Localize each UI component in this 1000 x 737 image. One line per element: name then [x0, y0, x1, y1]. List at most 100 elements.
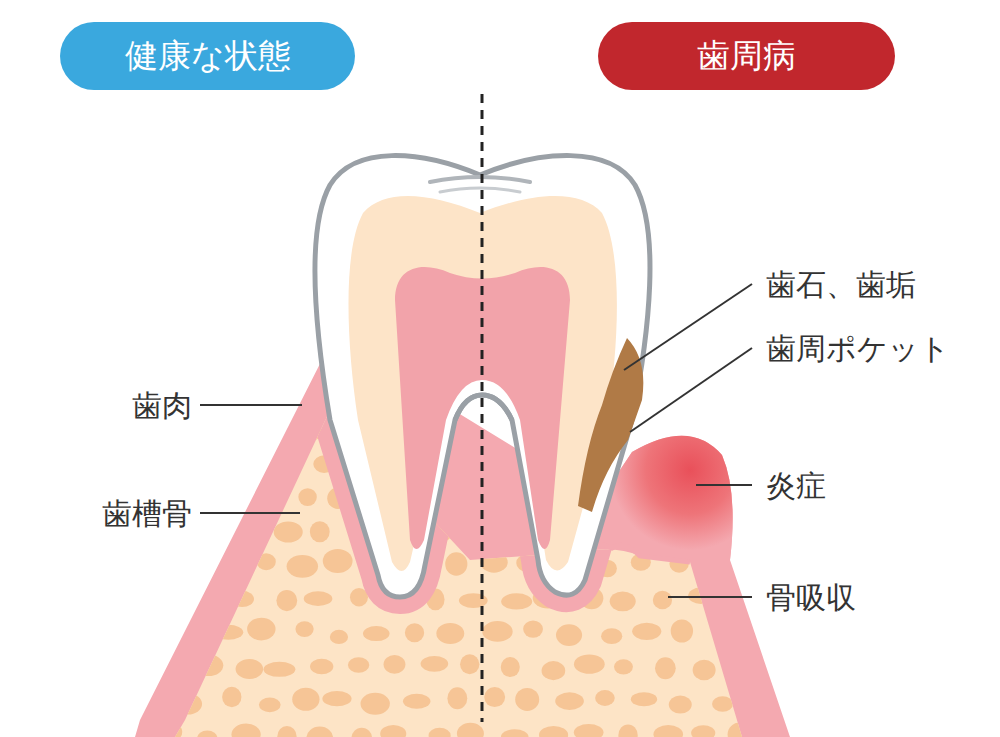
bone-blob — [654, 525, 680, 540]
bone-blob — [574, 655, 605, 674]
bone-blob — [710, 416, 732, 435]
bone-blob — [707, 558, 731, 577]
bone-blob — [213, 625, 243, 640]
leader-line — [696, 484, 752, 486]
bone-blob — [210, 558, 234, 572]
bone-blob — [497, 523, 526, 546]
bone-blob — [155, 589, 184, 606]
bone-blob — [484, 687, 505, 707]
bone-blob — [276, 590, 297, 611]
bone-blob — [556, 624, 582, 646]
bone-blob — [542, 661, 566, 680]
part-label: 歯肉 — [132, 389, 192, 422]
bone-texture — [155, 380, 778, 737]
bone-blob — [669, 696, 692, 714]
bone-blob — [672, 487, 695, 503]
bone-blob — [689, 520, 714, 537]
bone-blob — [618, 724, 637, 737]
bone-blob — [714, 620, 736, 637]
bone-blob — [610, 591, 636, 611]
bone-blob — [191, 521, 217, 545]
bone-blob — [403, 694, 430, 709]
bone-blob — [156, 722, 182, 737]
bone-blob — [405, 623, 424, 642]
bone-blob — [748, 629, 777, 645]
bone-blob — [626, 492, 656, 506]
bone-blob — [310, 521, 330, 542]
header-text: 歯周病 — [697, 34, 796, 79]
part-label: 歯周ポケット — [766, 332, 950, 365]
alveolar-bone — [175, 410, 742, 737]
bone-blob — [684, 384, 712, 404]
bone-blob — [310, 659, 333, 674]
bone-blob — [574, 724, 604, 737]
bone-blob — [501, 729, 529, 737]
bone-blob — [322, 691, 351, 706]
bone-blob — [429, 728, 451, 737]
bone-blob — [210, 419, 238, 434]
bone-blob — [197, 452, 221, 467]
bone-blob — [197, 587, 221, 610]
bone-blob — [237, 452, 255, 474]
header-pill: 健康な状態 — [60, 22, 355, 90]
bone-blob — [671, 619, 693, 642]
bone-blob — [648, 450, 680, 470]
bone-blob — [233, 522, 255, 538]
bone-blob — [515, 688, 539, 711]
bone-blob — [595, 690, 615, 706]
bone-blob — [292, 688, 319, 711]
leader-line — [630, 348, 752, 432]
part-label: 歯石、歯垢 — [766, 268, 916, 301]
leader-line — [668, 596, 752, 598]
bone-blob — [688, 588, 713, 604]
bone-blob — [176, 423, 200, 441]
bone-blob — [655, 657, 676, 679]
bone-blob — [348, 657, 369, 673]
bone-blob — [273, 383, 298, 399]
bone-blob — [482, 621, 512, 642]
bone-blob — [231, 723, 260, 737]
bone-blob — [725, 452, 755, 473]
bone-blob — [555, 692, 584, 710]
bone-blob — [259, 698, 281, 713]
bone-blob — [732, 384, 756, 403]
bone-blob — [631, 692, 657, 706]
bone-blob — [361, 693, 390, 715]
bone-blob — [457, 723, 484, 737]
bone-blob — [330, 630, 348, 644]
bone-blob — [198, 384, 217, 407]
bone-blob — [445, 552, 467, 575]
leader-line — [200, 404, 302, 406]
bone-blob — [215, 486, 242, 502]
bone-blob — [436, 623, 464, 644]
bone-blob — [177, 559, 202, 574]
bone-blob — [197, 730, 217, 737]
bone-blob — [481, 485, 505, 504]
bone-blob — [501, 657, 520, 677]
bone-blob — [614, 659, 633, 674]
bone-blob — [539, 726, 568, 737]
bone-blob — [384, 655, 406, 674]
leader-line — [200, 512, 300, 514]
bone-blob — [421, 656, 449, 672]
bone-blob — [230, 591, 254, 607]
bone-blob — [725, 658, 756, 679]
bone-blob — [610, 518, 633, 542]
bone-blob — [693, 660, 716, 681]
bone-blob — [653, 591, 672, 609]
part-label: 歯槽骨 — [102, 497, 192, 530]
enamel-line — [440, 188, 520, 192]
bone-blob — [712, 696, 733, 711]
bone-blob — [304, 591, 333, 606]
bone-blob — [257, 553, 276, 570]
header-pill: 歯周病 — [598, 22, 895, 90]
bone-blob — [501, 593, 532, 609]
bone-blob — [480, 552, 508, 573]
bone-blob — [728, 723, 753, 737]
enamel-line — [430, 177, 530, 182]
bone-blob — [176, 626, 197, 647]
bone-blob — [648, 385, 672, 400]
bone-blob — [156, 658, 182, 680]
bone-blob — [251, 490, 273, 504]
